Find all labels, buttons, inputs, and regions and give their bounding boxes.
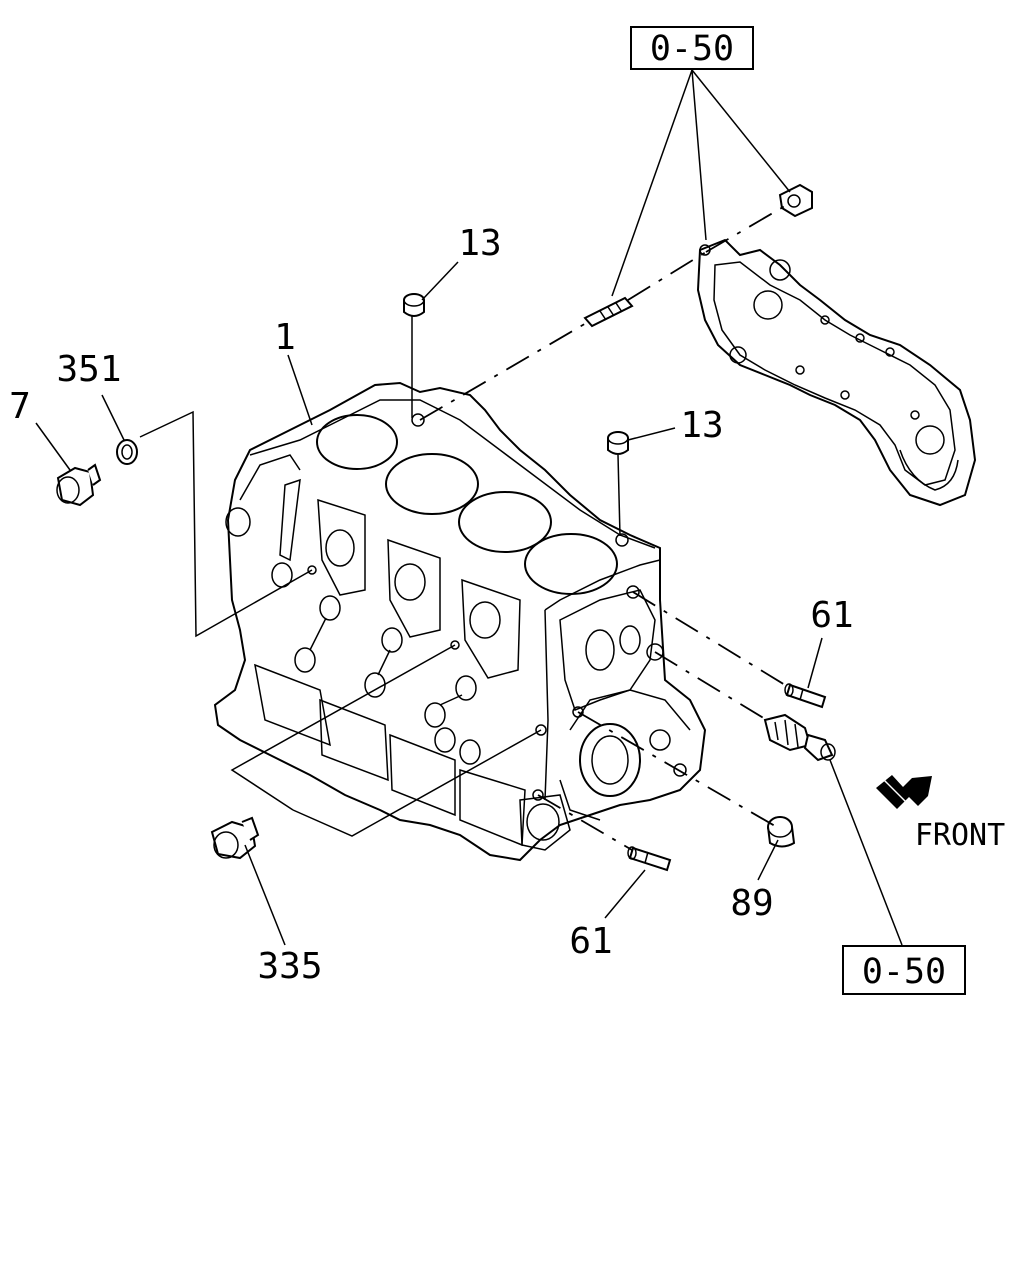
callout-335[interactable]: 335: [257, 946, 322, 987]
callout-89[interactable]: 89: [730, 883, 773, 924]
callout-351[interactable]: 351: [56, 349, 121, 390]
pin-13-right: [607, 431, 629, 455]
dowel-61-bottom: [627, 846, 672, 872]
callout-13-top[interactable]: 13: [458, 223, 501, 264]
callout-13-right[interactable]: 13: [680, 405, 723, 446]
oil-pressure-switch: [763, 713, 836, 762]
front-arrow-icon: [876, 775, 932, 815]
pin-13-top: [403, 293, 425, 317]
callout-61-bottom[interactable]: 61: [569, 921, 612, 962]
leader-lines: [35, 69, 903, 946]
front-label: FRONT: [915, 818, 1005, 853]
cylinder-block: [213, 381, 707, 862]
ref-box-top-label: 0-50: [650, 29, 734, 69]
callout-61-right[interactable]: 61: [810, 595, 853, 636]
cover-plug: [778, 183, 813, 218]
callout-1[interactable]: 1: [274, 317, 296, 358]
drain-plug-7: [56, 463, 102, 507]
ref-box-bottom[interactable]: 0-50: [842, 945, 966, 995]
callout-7[interactable]: 7: [9, 386, 31, 427]
ref-box-bottom-label: 0-50: [862, 952, 946, 992]
cover-bolt: [583, 296, 634, 328]
dowel-61-right: [784, 683, 827, 709]
ref-box-top[interactable]: 0-50: [630, 26, 754, 70]
side-cover-gasket: [696, 238, 977, 507]
plug-89: [767, 816, 796, 848]
plug-335: [210, 816, 260, 860]
gasket-351: [116, 439, 138, 465]
